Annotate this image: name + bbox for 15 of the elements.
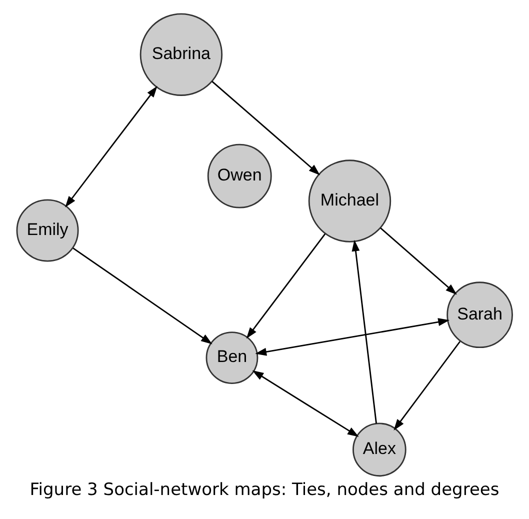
node-circle: Alex [352,422,406,477]
arrow [72,248,212,344]
arrow [252,370,359,437]
caption: Figure 3 Social-network maps: Ties, nodes and degrees [30,480,500,500]
arrow [246,233,326,339]
arrow [380,227,457,295]
node-circle: Ben [206,332,258,384]
node-circle: Owen [207,144,272,208]
arrow [255,318,450,356]
arrow [394,341,461,431]
node-circle: Sabrina [140,13,223,96]
arrow [352,240,377,424]
node-circle: Emily [16,199,79,262]
arrow [212,80,320,176]
arrow [65,86,158,208]
